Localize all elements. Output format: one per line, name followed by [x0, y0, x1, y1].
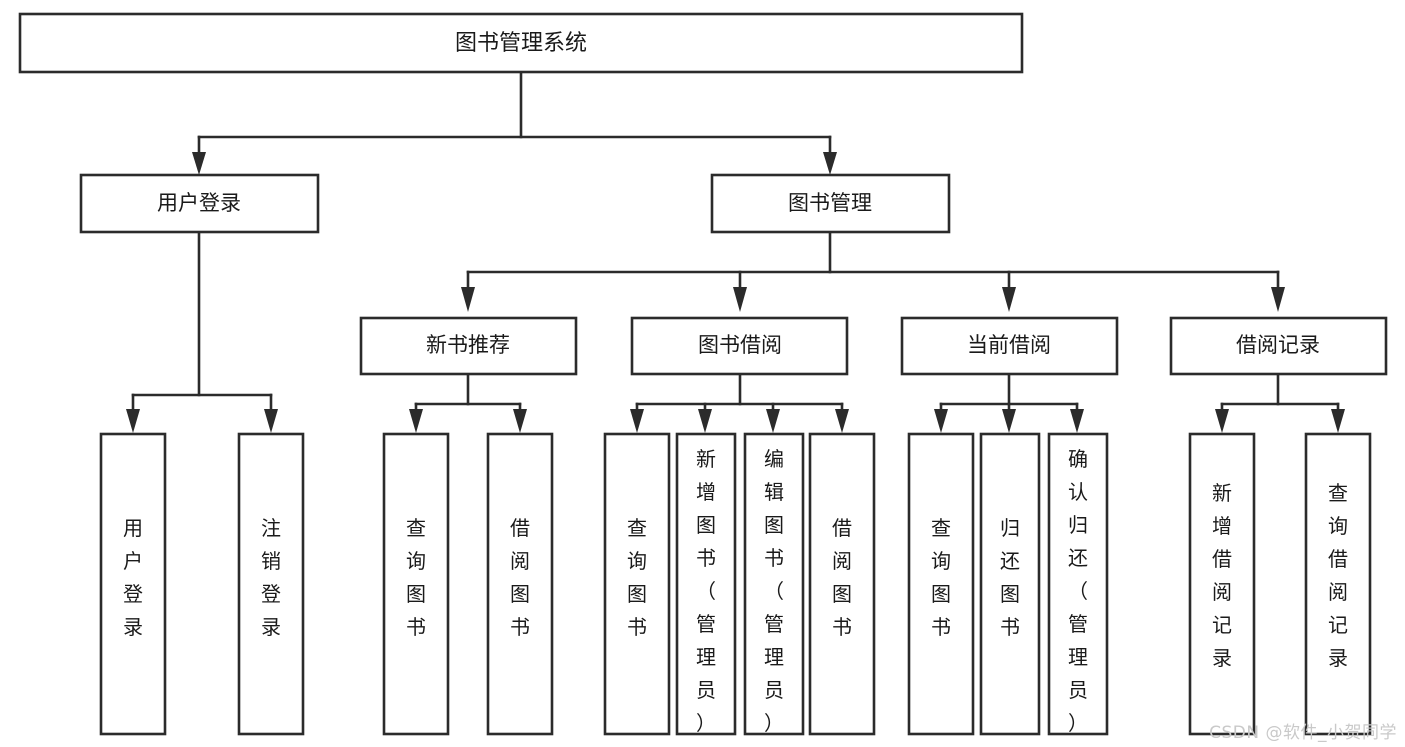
arrow-head-query-book-1 — [409, 409, 423, 433]
leaf-query-book-3-box[interactable] — [907, 432, 975, 736]
node-borrow-record-label: 借阅记录 — [1236, 333, 1320, 357]
arrow-head-book-borrow — [733, 287, 747, 312]
arrow-head-edit-book — [766, 409, 780, 433]
arrow-head-book-manage — [823, 152, 837, 175]
arrow-head-leaf-logout — [264, 409, 278, 433]
leaf-query-book-2-label: 查询图书 — [627, 516, 647, 639]
arrow-head-borrow-record — [1271, 287, 1285, 312]
node-user-login[interactable]: 用户登录 — [79, 173, 320, 234]
arrow-head-query-record — [1331, 409, 1345, 433]
node-new-book-rec[interactable]: 新书推荐 — [359, 316, 578, 376]
node-new-book-rec-label: 新书推荐 — [426, 333, 510, 357]
node-new-book-rec-box[interactable] — [359, 316, 578, 376]
node-book-borrow[interactable]: 图书借阅 — [630, 316, 849, 376]
arrow-head-new-book-rec — [461, 287, 475, 312]
arrow-head-add-book — [698, 409, 712, 433]
node-book-borrow-label: 图书借阅 — [698, 333, 782, 357]
arrow-head-query-book-2 — [630, 409, 644, 433]
arrow-head-user-login — [192, 152, 206, 175]
arrow-head-return-book — [1002, 409, 1016, 433]
arrow-head-borrow-book-1 — [513, 409, 527, 433]
leaf-edit-book-label: 编辑图书（管理员） — [764, 447, 784, 735]
arrow-head-current-borrow — [1002, 287, 1016, 312]
leaf-confirm-return-label: 确认归还（管理员） — [1068, 447, 1088, 735]
leaf-user-login-label: 用户登录 — [123, 516, 143, 639]
leaf-return-book-box[interactable] — [979, 432, 1041, 736]
leaf-query-book-1-box[interactable] — [382, 432, 450, 736]
leaf-query-record-label: 查询借阅记录 — [1328, 481, 1348, 670]
arrow-head-confirm-return — [1070, 409, 1084, 433]
connector-group — [126, 70, 1345, 433]
csdn-watermark: CSDN @软件_小贺同学 — [1209, 723, 1397, 743]
leaf-query-book-3-label: 查询图书 — [931, 516, 951, 639]
node-borrow-record[interactable]: 借阅记录 — [1169, 316, 1388, 376]
node-current-borrow-box[interactable] — [900, 316, 1119, 376]
leaf-confirm-return-box[interactable] — [1047, 432, 1109, 736]
node-book-manage-label: 图书管理 — [788, 191, 872, 215]
leaf-query-book-1-label: 查询图书 — [406, 516, 426, 639]
leaf-edit-book-box[interactable] — [743, 432, 805, 736]
leaf-logout-label: 注销登录 — [261, 516, 281, 639]
arrow-head-leaf-user-login — [126, 409, 140, 433]
node-root-label: 图书管理系统 — [455, 31, 587, 56]
leaf-add-book-box[interactable] — [675, 432, 737, 736]
leaf-query-book-2-box[interactable] — [603, 432, 671, 736]
node-book-manage[interactable]: 图书管理 — [710, 173, 951, 234]
leaf-user-login-box[interactable] — [99, 432, 167, 736]
node-book-manage-box[interactable] — [710, 173, 951, 234]
arrow-head-query-book-3 — [934, 409, 948, 433]
node-user-login-box[interactable] — [79, 173, 320, 234]
leaf-label-group: 用户登录 注销登录 查询图书 借阅图书 查询图书 新增图书（管理员） 编辑图书（… — [123, 447, 1348, 735]
node-borrow-record-box[interactable] — [1169, 316, 1388, 376]
node-root[interactable]: 图书管理系统 — [18, 12, 1024, 74]
node-book-borrow-box[interactable] — [630, 316, 849, 376]
arrow-head-borrow-book-2 — [835, 409, 849, 433]
leaf-add-record-label: 新增借阅记录 — [1212, 481, 1232, 670]
arrow-head-add-record — [1215, 409, 1229, 433]
leaf-add-book-label: 新增图书（管理员） — [696, 447, 716, 735]
leaf-borrow-book-2-label: 借阅图书 — [832, 516, 852, 639]
leaf-query-record-box[interactable] — [1304, 432, 1372, 736]
leaf-return-book-label: 归还图书 — [1000, 516, 1020, 639]
node-current-borrow[interactable]: 当前借阅 — [900, 316, 1119, 376]
node-user-login-label: 用户登录 — [157, 191, 241, 215]
leaf-borrow-book-2-box[interactable] — [808, 432, 876, 736]
leaf-logout-box[interactable] — [237, 432, 305, 736]
leaf-add-record-box[interactable] — [1188, 432, 1256, 736]
leaf-borrow-book-1-box[interactable] — [486, 432, 554, 736]
leaf-node-group — [99, 432, 1372, 736]
node-root-box[interactable] — [18, 12, 1024, 74]
leaf-borrow-book-1-label: 借阅图书 — [510, 516, 530, 639]
node-current-borrow-label: 当前借阅 — [967, 333, 1051, 357]
